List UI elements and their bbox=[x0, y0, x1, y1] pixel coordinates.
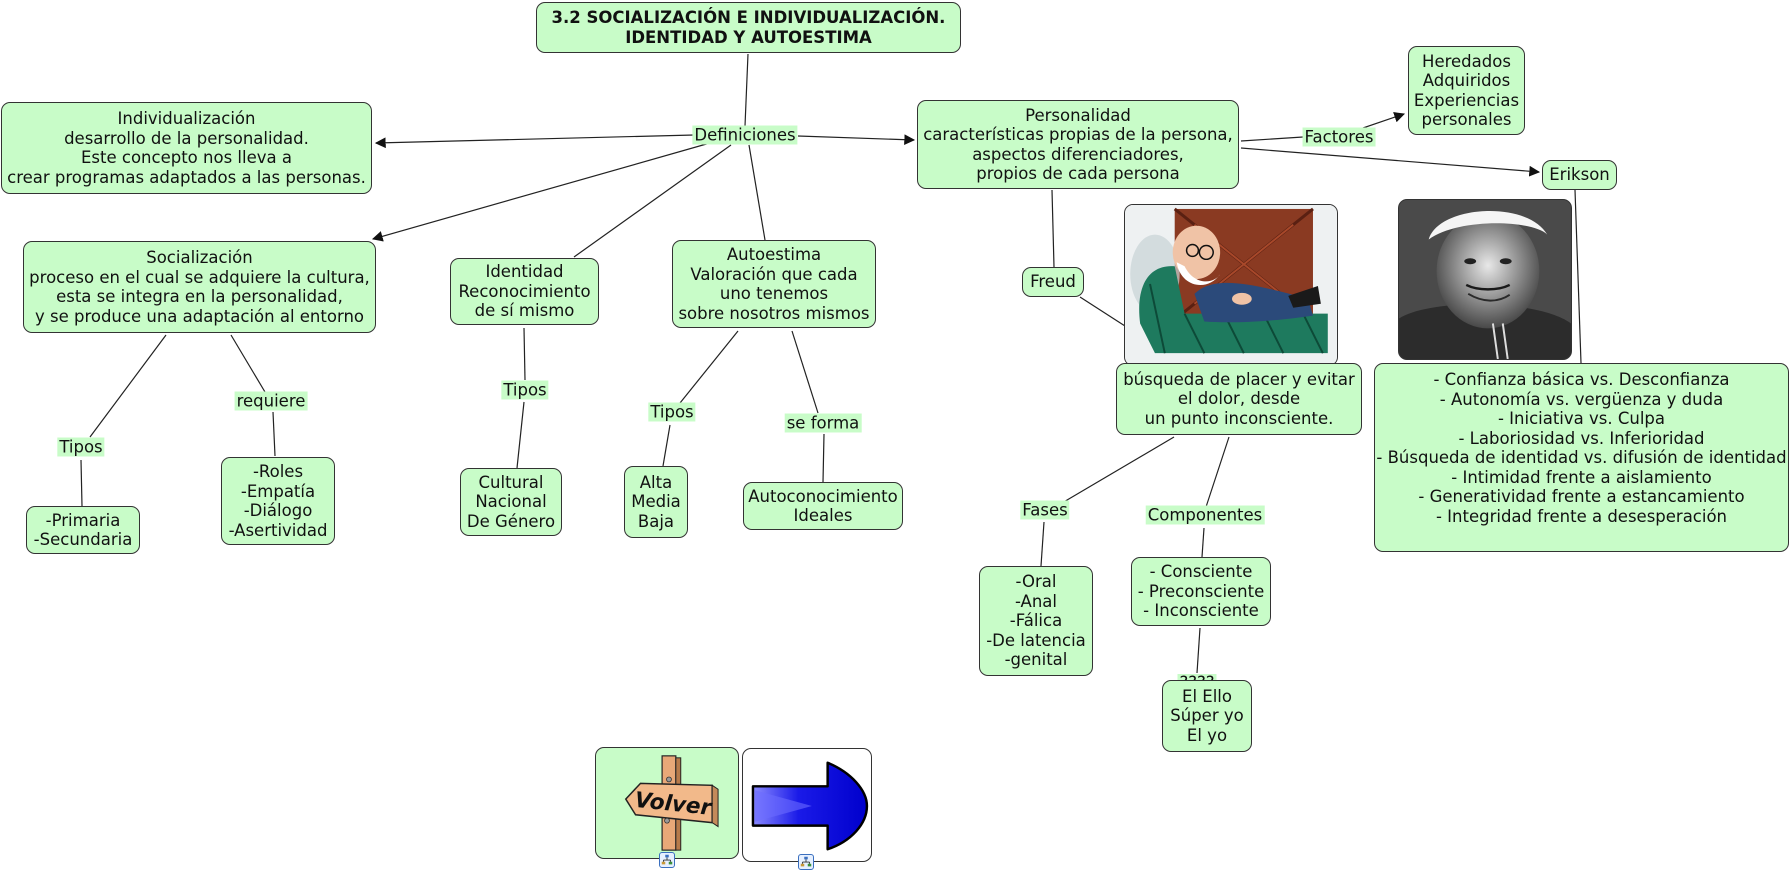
link-label-unknown: ???? bbox=[1177, 674, 1217, 684]
link-personalidad-freud bbox=[1051, 189, 1055, 268]
link-label-requiere: requiere bbox=[234, 391, 308, 411]
node-individualizacion-text: Individualización desarrollo de la perso… bbox=[7, 109, 366, 187]
node-freud[interactable]: Freud bbox=[1022, 267, 1084, 297]
link-label-componentes: Componentes bbox=[1145, 505, 1265, 525]
node-freud-text: Freud bbox=[1030, 272, 1076, 292]
node-freud-desc[interactable]: búsqueda de placer y evitar el dolor, de… bbox=[1116, 363, 1362, 435]
link-factores-heredados bbox=[1362, 112, 1406, 129]
link-definiciones-individualizacion bbox=[374, 134, 695, 149]
node-freud-desc-text: búsqueda de placer y evitar el dolor, de… bbox=[1123, 369, 1355, 428]
node-identidad-text: Identidad Reconocimiento de sí mismo bbox=[458, 262, 591, 321]
link-label-autoestima-tipos: Tipos bbox=[648, 402, 696, 422]
node-individualizacion[interactable]: Individualización desarrollo de la perso… bbox=[1, 102, 372, 194]
link-soc-requiere bbox=[230, 334, 266, 393]
node-soc-tipos[interactable]: -Primaria -Secundaria bbox=[26, 506, 140, 554]
hierarchy-icon bbox=[800, 856, 812, 867]
concept-map-link-icon[interactable] bbox=[659, 852, 675, 868]
node-erikson[interactable]: Erikson bbox=[1542, 160, 1617, 190]
link-tipos-alta bbox=[662, 424, 671, 467]
link-freud-componentes bbox=[1205, 436, 1230, 508]
link-freud-fases bbox=[1061, 436, 1175, 504]
back-button[interactable]: Volver bbox=[595, 747, 739, 859]
title-text: 3.2 SOCIALIZACIÓN E INDIVIDUALIZACIÓN. I… bbox=[551, 7, 946, 47]
link-erikson-stages bbox=[1574, 189, 1582, 364]
link-componentes-unknown bbox=[1196, 627, 1201, 674]
link-personalidad-factores bbox=[1240, 136, 1304, 142]
node-identidad-tipos[interactable]: Cultural Nacional De Género bbox=[460, 468, 562, 536]
freud-caricature-icon bbox=[1125, 205, 1337, 365]
erikson-image[interactable] bbox=[1398, 199, 1572, 360]
link-fases-list bbox=[1040, 521, 1045, 567]
node-autoestima-tipos-text: Alta Media Baja bbox=[631, 472, 681, 531]
link-freud-image bbox=[1079, 296, 1126, 327]
link-definiciones-personalidad bbox=[797, 134, 916, 146]
node-ello[interactable]: El Ello Súper yo El yo bbox=[1162, 680, 1252, 752]
link-label-identidad-tipos: Tipos bbox=[501, 380, 549, 400]
link-label-fases: Fases bbox=[1020, 500, 1070, 520]
node-factores[interactable]: Heredados Adquiridos Experiencias person… bbox=[1408, 46, 1525, 135]
link-autoestima-tipos bbox=[679, 330, 739, 404]
node-erikson-text: Erikson bbox=[1549, 165, 1610, 185]
node-socializacion-text: Socialización proceso en el cual se adqu… bbox=[29, 248, 370, 326]
link-label-factores: Factores bbox=[1302, 127, 1376, 147]
node-soc-requiere[interactable]: -Roles -Empatía -Diálogo -Asertividad bbox=[221, 457, 335, 545]
node-fases[interactable]: -Oral -Anal -Fálica -De latencia -genita… bbox=[979, 566, 1093, 676]
next-button[interactable] bbox=[742, 748, 872, 862]
freud-image[interactable] bbox=[1124, 204, 1338, 366]
hierarchy-icon bbox=[661, 854, 673, 865]
node-ello-text: El Ello Súper yo El yo bbox=[1170, 686, 1244, 745]
link-definiciones-autoestima bbox=[748, 144, 766, 241]
node-autoestima-forma-text: Autoconocimiento Ideales bbox=[748, 486, 898, 526]
link-label-soc-tipos: Tipos bbox=[57, 437, 105, 457]
node-factores-text: Heredados Adquiridos Experiencias person… bbox=[1413, 51, 1520, 130]
link-identidad-tipos bbox=[523, 327, 526, 381]
link-label-se-forma: se forma bbox=[784, 413, 862, 433]
erikson-photo-icon bbox=[1399, 200, 1571, 359]
link-label-definiciones: Definiciones bbox=[692, 125, 798, 145]
link-soc-tipos bbox=[89, 334, 167, 438]
node-personalidad-text: Personalidad características propias de … bbox=[923, 105, 1233, 184]
node-socializacion[interactable]: Socialización proceso en el cual se adqu… bbox=[23, 241, 376, 333]
link-seforma-autoconocimiento bbox=[822, 433, 825, 483]
signpost-icon: Volver bbox=[624, 755, 719, 851]
node-erikson-stages[interactable]: - Confianza básica vs. Desconfianza - Au… bbox=[1374, 363, 1789, 552]
link-componentes-list bbox=[1201, 527, 1205, 558]
node-erikson-stages-text: - Confianza básica vs. Desconfianza - Au… bbox=[1376, 370, 1787, 526]
concept-map-link-icon-2[interactable] bbox=[798, 854, 814, 870]
link-tipos-cultural bbox=[516, 401, 525, 469]
node-componentes-text: - Consciente - Preconsciente - Inconscie… bbox=[1137, 562, 1265, 621]
node-componentes[interactable]: - Consciente - Preconsciente - Inconscie… bbox=[1131, 557, 1271, 626]
link-title-definiciones bbox=[744, 53, 749, 127]
node-soc-requiere-text: -Roles -Empatía -Diálogo -Asertividad bbox=[228, 462, 328, 540]
node-personalidad[interactable]: Personalidad características propias de … bbox=[917, 100, 1239, 189]
node-identidad[interactable]: Identidad Reconocimiento de sí mismo bbox=[450, 258, 599, 325]
right-arrow-icon bbox=[751, 761, 869, 851]
link-definiciones-socializacion bbox=[371, 142, 711, 242]
node-soc-tipos-text: -Primaria -Secundaria bbox=[33, 510, 133, 550]
link-definiciones-identidad bbox=[573, 144, 732, 258]
node-autoestima-forma[interactable]: Autoconocimiento Ideales bbox=[743, 482, 903, 530]
title-node[interactable]: 3.2 SOCIALIZACIÓN E INDIVIDUALIZACIÓN. I… bbox=[536, 2, 961, 53]
link-requiere-roles bbox=[272, 411, 276, 457]
link-personalidad-erikson bbox=[1240, 147, 1541, 177]
link-tipos-primaria bbox=[80, 459, 83, 507]
node-autoestima-text: Autoestima Valoración que cada uno tenem… bbox=[678, 245, 870, 323]
node-identidad-tipos-text: Cultural Nacional De Género bbox=[466, 472, 556, 531]
node-autoestima-tipos[interactable]: Alta Media Baja bbox=[624, 466, 688, 538]
node-autoestima[interactable]: Autoestima Valoración que cada uno tenem… bbox=[672, 240, 876, 328]
node-fases-text: -Oral -Anal -Fálica -De latencia -genita… bbox=[986, 572, 1086, 670]
link-autoestima-seforma bbox=[791, 330, 819, 414]
